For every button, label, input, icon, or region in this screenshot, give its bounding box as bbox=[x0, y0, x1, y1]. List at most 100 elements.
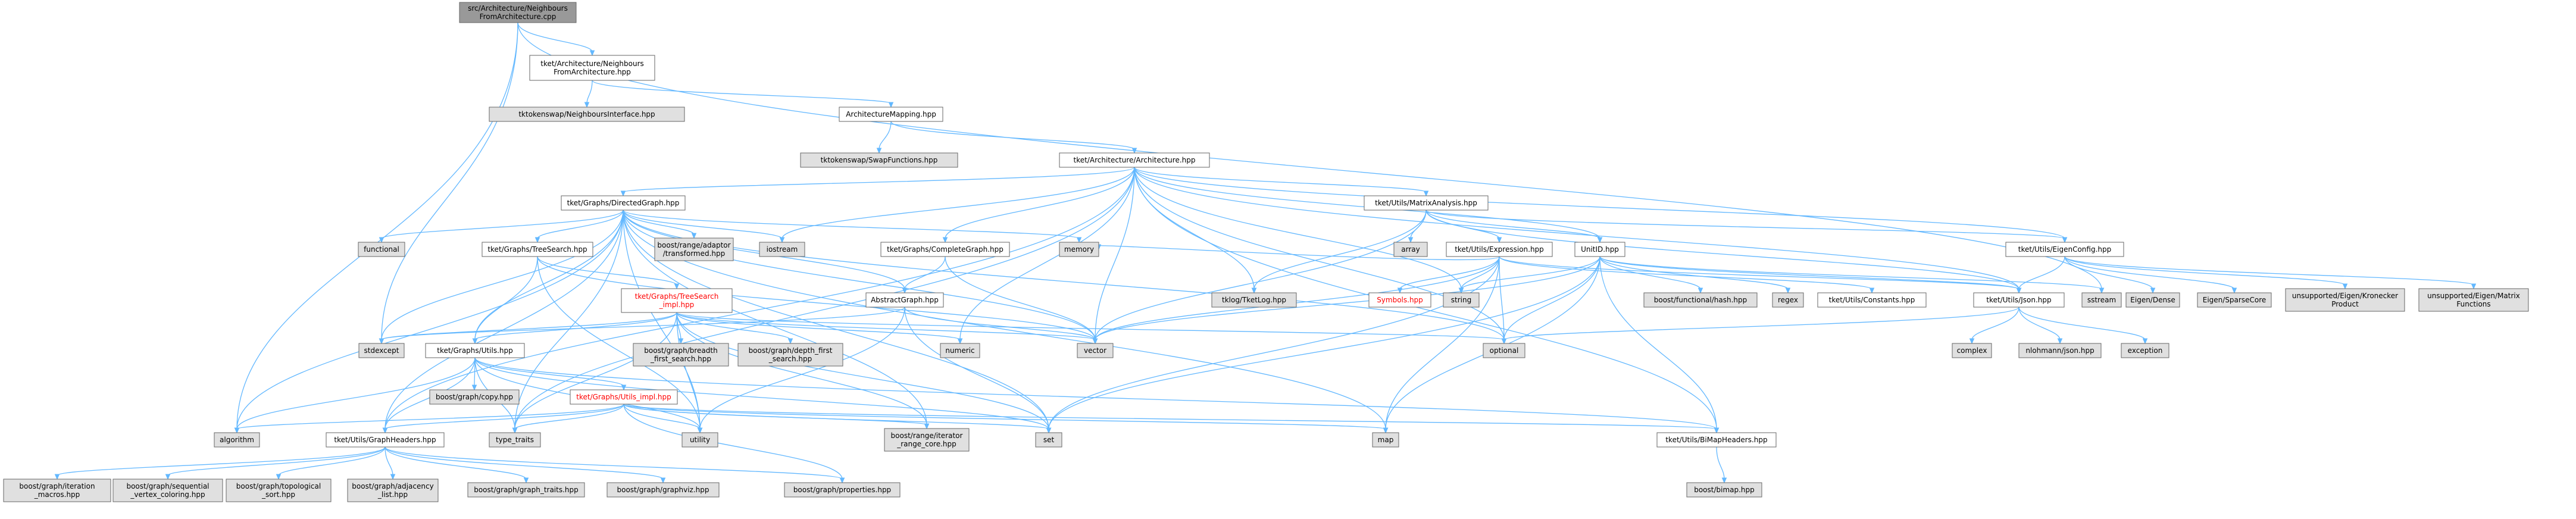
node-box[interactable] bbox=[214, 432, 260, 448]
graph-node-ag[interactable]: AbstractGraph.hpp bbox=[865, 292, 944, 308]
graph-node-bgseq[interactable]: boost/graph/sequential_vertex_coloring.h… bbox=[112, 479, 223, 502]
graph-node-ec[interactable]: tket/Utils/EigenConfig.hpp bbox=[2005, 242, 2124, 257]
node-box[interactable] bbox=[561, 195, 686, 211]
graph-node-set[interactable]: set bbox=[1035, 432, 1062, 448]
graph-node-bgdfs[interactable]: boost/graph/depth_first_search.hpp bbox=[737, 343, 843, 367]
graph-node-dg[interactable]: tket/Graphs/DirectedGraph.hpp bbox=[561, 195, 686, 211]
graph-node-bgcopy[interactable]: boost/graph/copy.hpp bbox=[429, 389, 520, 405]
graph-node-src[interactable]: src/Architecture/NeighboursFromArchitect… bbox=[459, 2, 577, 23]
node-box[interactable] bbox=[1211, 292, 1297, 308]
node-box[interactable] bbox=[358, 242, 405, 257]
node-box[interactable] bbox=[621, 288, 733, 313]
graph-node-map[interactable]: map bbox=[1372, 432, 1399, 448]
node-box[interactable] bbox=[633, 343, 729, 367]
graph-node-regex[interactable]: regex bbox=[1772, 292, 1804, 308]
graph-node-cg[interactable]: tket/Graphs/CompleteGraph.hpp bbox=[880, 242, 1010, 257]
graph-node-arch[interactable]: tket/Architecture/Architecture.hpp bbox=[1059, 152, 1210, 168]
graph-node-ma[interactable]: tket/Utils/MatrixAnalysis.hpp bbox=[1364, 195, 1489, 211]
node-box[interactable] bbox=[2125, 292, 2180, 308]
node-box[interactable] bbox=[1372, 432, 1399, 448]
graph-node-optional[interactable]: optional bbox=[1483, 343, 1525, 358]
graph-node-am[interactable]: ArchitectureMapping.hpp bbox=[839, 107, 943, 122]
graph-node-array[interactable]: array bbox=[1393, 242, 1428, 257]
node-box[interactable] bbox=[459, 2, 577, 23]
node-box[interactable] bbox=[358, 343, 405, 358]
node-box[interactable] bbox=[1656, 432, 1777, 448]
node-box[interactable] bbox=[2197, 292, 2272, 308]
node-box[interactable] bbox=[1643, 292, 1758, 308]
graph-node-bgbfs[interactable]: boost/graph/breadth_first_search.hpp bbox=[633, 343, 729, 367]
graph-node-tsi[interactable]: tket/Graphs/TreeSearch_impl.hpp bbox=[621, 288, 733, 313]
graph-node-string[interactable]: string bbox=[1443, 292, 1480, 308]
node-box[interactable] bbox=[482, 242, 593, 257]
node-box[interactable] bbox=[1574, 242, 1625, 257]
node-box[interactable] bbox=[1817, 292, 1927, 308]
node-box[interactable] bbox=[681, 432, 718, 448]
graph-node-tki[interactable]: tktokenswap/NeighboursInterface.hpp bbox=[489, 107, 685, 122]
graph-node-memory[interactable]: memory bbox=[1059, 242, 1099, 257]
graph-node-bric[interactable]: boost/range/iterator_range_core.hpp bbox=[884, 428, 970, 452]
graph-node-symbols[interactable]: Symbols.hpp bbox=[1368, 292, 1431, 308]
node-box[interactable] bbox=[112, 479, 223, 502]
node-box[interactable] bbox=[1393, 242, 1428, 257]
node-box[interactable] bbox=[784, 482, 901, 498]
graph-node-ts[interactable]: tket/Graphs/TreeSearch.hpp bbox=[482, 242, 593, 257]
graph-node-bbimap[interactable]: boost/bimap.hpp bbox=[1686, 482, 1762, 498]
node-box[interactable] bbox=[429, 389, 520, 405]
node-box[interactable] bbox=[1446, 242, 1553, 257]
node-box[interactable] bbox=[880, 242, 1010, 257]
graph-node-complex[interactable]: complex bbox=[1952, 343, 1992, 358]
node-box[interactable] bbox=[1077, 343, 1114, 358]
graph-node-eigdense[interactable]: Eigen/Dense bbox=[2125, 292, 2180, 308]
node-box[interactable] bbox=[2005, 242, 2124, 257]
node-box[interactable] bbox=[737, 343, 843, 367]
graph-node-iostream[interactable]: iostream bbox=[759, 242, 805, 257]
node-box[interactable] bbox=[489, 107, 685, 122]
graph-node-tklog[interactable]: tklog/TketLog.hpp bbox=[1211, 292, 1297, 308]
graph-node-consts[interactable]: tket/Utils/Constants.hpp bbox=[1817, 292, 1927, 308]
graph-node-utility[interactable]: utility bbox=[681, 432, 718, 448]
graph-node-exception[interactable]: exception bbox=[2121, 343, 2169, 358]
node-box[interactable] bbox=[529, 55, 655, 81]
node-box[interactable] bbox=[326, 432, 445, 448]
graph-node-stdexcept[interactable]: stdexcept bbox=[358, 343, 405, 358]
graph-node-bgtopo[interactable]: boost/graph/topological_sort.hpp bbox=[226, 479, 332, 502]
graph-node-unitid[interactable]: UnitID.hpp bbox=[1574, 242, 1625, 257]
graph-node-bimap[interactable]: tket/Utils/BiMapHeaders.hpp bbox=[1656, 432, 1777, 448]
node-box[interactable] bbox=[607, 482, 720, 498]
graph-node-bgadj[interactable]: boost/graph/adjacency_list.hpp bbox=[347, 479, 439, 502]
graph-node-nfa[interactable]: tket/Architecture/NeighboursFromArchitec… bbox=[529, 55, 655, 81]
node-box[interactable] bbox=[1443, 292, 1480, 308]
node-box[interactable] bbox=[1483, 343, 1525, 358]
graph-node-bgviz[interactable]: boost/graph/graphviz.hpp bbox=[607, 482, 720, 498]
node-box[interactable] bbox=[2121, 343, 2169, 358]
node-box[interactable] bbox=[570, 389, 678, 405]
node-box[interactable] bbox=[865, 292, 944, 308]
graph-node-bgprops[interactable]: boost/graph/properties.hpp bbox=[784, 482, 901, 498]
node-box[interactable] bbox=[1686, 482, 1762, 498]
node-box[interactable] bbox=[1059, 152, 1210, 168]
node-box[interactable] bbox=[940, 343, 980, 358]
node-box[interactable] bbox=[1973, 292, 2065, 308]
graph-node-sstream[interactable]: sstream bbox=[2081, 292, 2122, 308]
graph-node-bfh[interactable]: boost/functional/hash.hpp bbox=[1643, 292, 1758, 308]
node-box[interactable] bbox=[2418, 288, 2529, 312]
graph-node-expr[interactable]: tket/Utils/Expression.hpp bbox=[1446, 242, 1553, 257]
graph-node-nlohmann[interactable]: nlohmann/json.hpp bbox=[2018, 343, 2102, 358]
node-box[interactable] bbox=[839, 107, 943, 122]
graph-node-gh[interactable]: tket/Utils/GraphHeaders.hpp bbox=[326, 432, 445, 448]
node-box[interactable] bbox=[489, 432, 541, 448]
node-box[interactable] bbox=[2285, 288, 2405, 312]
node-box[interactable] bbox=[425, 343, 525, 358]
graph-node-tsf[interactable]: tktokenswap/SwapFunctions.hpp bbox=[800, 152, 958, 168]
node-box[interactable] bbox=[1368, 292, 1431, 308]
graph-node-bra[interactable]: boost/range/adaptor/transformed.hpp bbox=[654, 237, 734, 261]
node-box[interactable] bbox=[2018, 343, 2102, 358]
node-box[interactable] bbox=[800, 152, 958, 168]
node-box[interactable] bbox=[2081, 292, 2122, 308]
node-box[interactable] bbox=[467, 482, 585, 498]
node-box[interactable] bbox=[1035, 432, 1062, 448]
graph-node-bgiter[interactable]: boost/graph/iteration_macros.hpp bbox=[3, 479, 111, 502]
